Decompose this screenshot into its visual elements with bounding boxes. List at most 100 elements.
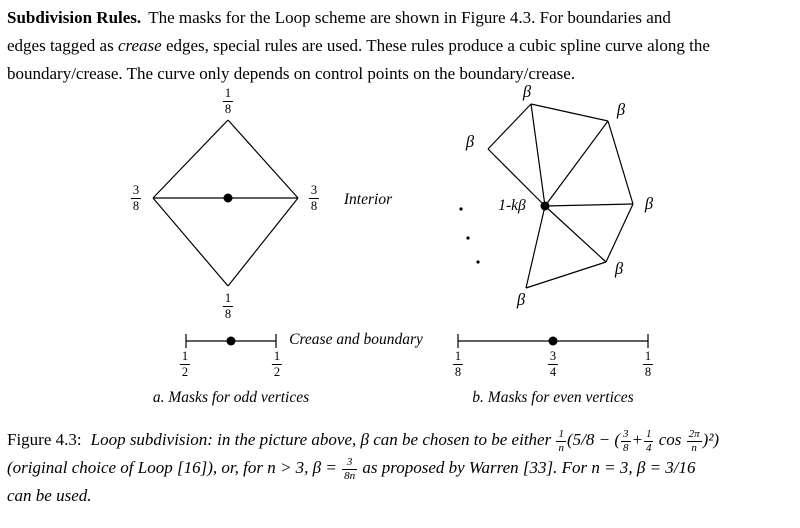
odd-vertex-mask-diagram <box>152 119 299 287</box>
fraction-numerator: 1 <box>181 349 189 363</box>
fraction-bar <box>556 440 566 442</box>
paragraph-lead: Subdivision Rules. <box>7 8 142 27</box>
caption-line-1: Figure 4.3: Loop subdivision: in the pict… <box>7 426 800 454</box>
body-paragraph: Subdivision Rules. The masks for the Loop… <box>7 4 800 88</box>
fraction-denominator: 8 <box>644 364 652 379</box>
paragraph-text: edges, special rules are used. These rul… <box>161 36 710 55</box>
fraction-bar <box>222 305 234 307</box>
fraction-numerator: 3 <box>132 183 140 197</box>
paragraph-text: boundary/crease. The curve only depends … <box>7 64 576 83</box>
fraction-bar <box>222 100 234 102</box>
paragraph-line-1: Subdivision Rules. The masks for the Loop… <box>7 4 800 32</box>
fraction-bar <box>643 440 654 442</box>
fraction-denominator: 8 <box>623 441 629 454</box>
fraction-bar <box>452 363 464 365</box>
even-mask-center-vertex <box>540 201 550 211</box>
fraction-numerator: 1 <box>224 86 232 100</box>
subfigure-b-label: b. Masks for even vertices <box>472 389 634 406</box>
odd-crease-center-vertex <box>226 336 236 346</box>
fraction-bar <box>308 197 320 199</box>
even-crease-mask-diagram <box>457 334 649 348</box>
fraction-denominator: 2 <box>273 364 281 379</box>
fraction-numerator: 3 <box>310 183 318 197</box>
fraction-bar <box>130 197 142 199</box>
fraction-denominator: 8 <box>224 306 232 321</box>
fraction-numerator: 3 <box>346 455 353 468</box>
fraction-numerator: 2π <box>688 427 700 440</box>
fraction-numerator: 3 <box>623 427 629 440</box>
fraction-bar <box>342 468 358 470</box>
subfigure-a-label: a. Masks for odd vertices <box>152 389 310 406</box>
odd-mask-center-vertex <box>223 193 233 203</box>
caption-text: cos <box>654 430 686 449</box>
caption-text: (original choice of Loop [16]), or, for … <box>7 458 342 477</box>
fraction-bar <box>271 363 283 365</box>
caption-text: )²) <box>702 430 720 449</box>
fraction-denominator: n <box>691 441 697 454</box>
fraction-bar <box>686 440 702 442</box>
fraction-bar <box>547 363 559 365</box>
paragraph-text: The masks for the Loop scheme are shown … <box>148 8 671 27</box>
beta-weight-label: β <box>616 100 626 119</box>
caption-text: as proposed by Warren [33]. For n = 3, β… <box>358 458 696 477</box>
fraction-denominator: n <box>558 441 564 454</box>
paragraph-line-2: edges tagged as crease edges, special ru… <box>7 32 800 60</box>
beta-weight-label: β <box>644 194 654 213</box>
odd-crease-mask-diagram <box>185 334 277 348</box>
caption-line-2: (original choice of Loop [16]), or, for … <box>7 454 800 482</box>
fraction-denominator: 4 <box>549 364 557 379</box>
fraction-numerator: 3 <box>549 349 557 363</box>
fraction-numerator: 1 <box>273 349 281 363</box>
fraction-denominator: 8 <box>224 101 232 116</box>
caption-figure-label: Figure 4.3: <box>7 430 82 449</box>
fraction-denominator: 8n <box>344 469 356 482</box>
beta-weight-label: β <box>516 290 526 309</box>
beta-weight-label: β <box>614 259 624 278</box>
fraction-numerator: 1 <box>558 427 564 440</box>
fraction-denominator: 2 <box>181 364 189 379</box>
paragraph-line-3: boundary/crease. The curve only depends … <box>7 60 800 88</box>
crease-and-boundary-label: Crease and boundary <box>289 331 423 348</box>
figure-caption: Figure 4.3: Loop subdivision: in the pict… <box>7 426 800 510</box>
fraction-denominator: 8 <box>454 364 462 379</box>
fraction-numerator: 1 <box>454 349 462 363</box>
fraction-numerator: 1 <box>224 291 232 305</box>
fraction-numerator: 1 <box>644 349 652 363</box>
even-vertex-mask-diagram <box>459 103 634 289</box>
caption-text: Loop subdivision: in the picture above, … <box>90 430 556 449</box>
paragraph-text: edges tagged as <box>7 36 118 55</box>
crease-emphasis: crease <box>117 36 162 55</box>
beta-weight-label: β <box>522 82 532 101</box>
center-weight-label: 1-kβ <box>498 197 526 214</box>
fraction-denominator: 4 <box>645 441 652 454</box>
caption-line-3: can be used. <box>7 482 800 510</box>
ellipsis-dots <box>459 207 480 264</box>
caption-text: (5/8 − ( <box>566 430 620 449</box>
caption-text: + <box>631 430 643 449</box>
caption-text: can be used. <box>7 486 92 505</box>
fraction-denominator: 8 <box>132 198 140 213</box>
fraction-numerator: 1 <box>645 427 652 440</box>
fraction-denominator: 8 <box>310 198 318 213</box>
fraction-bar <box>179 363 191 365</box>
fraction-bar <box>642 363 654 365</box>
interior-label: Interior <box>343 191 393 208</box>
even-crease-center-vertex <box>548 336 558 346</box>
fraction-bar <box>621 440 631 442</box>
